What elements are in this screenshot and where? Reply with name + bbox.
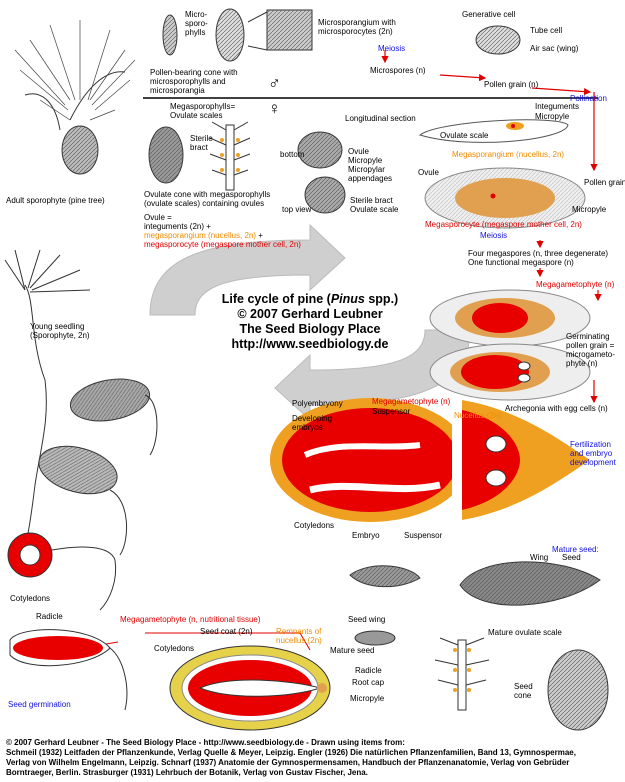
label-megasporangium-1: Megasporangium (nucellus, 2n)	[452, 150, 565, 159]
young-seedling-illustration	[4, 249, 91, 561]
title-line1-prefix: Life cycle of pine (	[221, 292, 331, 306]
diagram-title: Life cycle of pine (Pinus spp.) © 2007 G…	[170, 292, 450, 352]
germinating-seeds	[38, 378, 158, 556]
label-seed-wing: Seed wing	[348, 615, 386, 624]
label-microspores: Microspores (n)	[370, 66, 426, 75]
label-radicle-1: Radicle	[36, 612, 63, 621]
label-radicle-2: Radicle	[355, 666, 382, 675]
label-mature-ovulate-scale: Mature ovulate scale	[488, 628, 562, 637]
label-developing-embryos: Developing embryos	[292, 414, 333, 432]
label-ovule-eq-plus: +	[256, 231, 263, 240]
title-line2: © 2007 Gerhard Leubner	[237, 307, 383, 321]
label-archegonia: Archegonia with egg cells (n)	[505, 404, 608, 413]
label-microsporophylls: Micro- sporo- phylls	[185, 10, 208, 37]
label-cotyledons-2: Cotyledons	[10, 594, 51, 603]
seed-germination-illustration	[7, 532, 128, 711]
label-wing: Wing	[530, 553, 549, 562]
label-ovule-eq-orange: megasporangium (nucellus, 2n)	[144, 231, 257, 240]
label-megagametophyte-1: Megagametophyte (n)	[536, 280, 615, 289]
pollen-cone-illustrations	[162, 8, 313, 62]
label-ovulate-scale-1: Ovulate scale	[440, 131, 489, 140]
label-seed-coat: Seed coat (2n)	[200, 627, 253, 636]
label-ovule-2: Ovule	[418, 168, 439, 177]
embryo-development-section	[270, 398, 590, 525]
credit-footer: © 2007 Gerhard Leubner - The Seed Biolog…	[6, 738, 576, 777]
ovulate-cone-illustration	[148, 121, 251, 191]
pollen-grain-illustration	[475, 25, 521, 55]
label-megagametophyte-3: Megagametophyte (n, nutritional tissue)	[120, 615, 261, 624]
title-line1-suffix: spp.)	[364, 292, 399, 306]
label-seed-germination: Seed germination	[8, 700, 71, 709]
label-bottom: bottom	[280, 150, 305, 159]
label-adult-sporophyte: Adult sporophyte (pine tree)	[6, 196, 105, 205]
label-longitudinal-section: Longitudinal section	[345, 114, 416, 123]
ovule-stage-2	[429, 289, 591, 347]
label-cotyledons-3: Cotyledons	[154, 644, 195, 653]
mature-seed-section	[169, 645, 331, 731]
label-air-sac: Air sac (wing)	[530, 44, 579, 53]
label-suspensor-1: Suspensor	[372, 407, 411, 416]
label-pollen-cone: Pollen-bearing cone with microsporophyll…	[150, 68, 238, 95]
label-ovule-equation-line3: megasporangium (nucellus, 2n) +	[144, 231, 263, 240]
label-cotyledons-1: Cotyledons	[294, 521, 335, 530]
label-meiosis-2: Meiosis	[480, 231, 508, 240]
longitudinal-section	[418, 119, 569, 143]
label-polyembryony: Polyembryony	[292, 399, 343, 408]
label-megasporophylls: Megasporophylls= Ovulate scales	[170, 102, 236, 120]
label-seed-cone: Seed cone	[514, 682, 533, 700]
label-tube-cell: Tube cell	[530, 26, 563, 35]
label-micropyle-1: Micropyle	[535, 112, 570, 121]
flow-arrows	[381, 50, 602, 404]
label-ovule-equation: Ovule = integuments (2n) +	[144, 213, 211, 231]
label-germinating-pollen: Germinating pollen grain = microgameto- …	[566, 332, 615, 368]
label-mature-seed: Mature seed	[330, 646, 375, 655]
label-pollen-grain-2: Pollen grain	[584, 178, 625, 187]
mature-scale-illustrations	[349, 561, 609, 731]
label-pollination: Pollination	[570, 94, 607, 103]
label-seed: Seed	[562, 553, 581, 562]
female-symbol: ♀	[268, 99, 281, 118]
label-ovule-eq-red: megasporocyte (megaspore mother cell, 2n…	[144, 240, 301, 249]
label-integuments: Integuments	[535, 102, 580, 111]
label-generative-cell: Generative cell	[462, 10, 516, 19]
ovule-stage-3	[429, 343, 591, 401]
label-micropyle-2: Micropyle	[572, 205, 607, 214]
ovule-stage-1	[424, 167, 586, 229]
male-symbol: ♂	[268, 74, 281, 93]
label-young-seedling: Young seedling (Sporophyte, 2n)	[30, 322, 90, 340]
label-pollen-grain-top: Pollen grain (n)	[484, 80, 539, 89]
title-line3: The Seed Biology Place	[239, 322, 381, 336]
label-root-cap: Root cap	[352, 678, 385, 687]
label-mature-seed-heading: Mature seed:	[552, 545, 599, 554]
label-micropyle-3: Micropyle	[350, 694, 385, 703]
label-sterile-bract-1: Sterile bract	[190, 134, 213, 152]
label-top-view: top view	[282, 205, 312, 214]
label-sterile-bract-2: Sterile bract Ovulate scale	[350, 196, 399, 214]
label-remnants: Remnants of nucellus (2n)	[276, 627, 322, 645]
label-megasporocyte: Megasporocyte (megaspore mother cell, 2n…	[425, 220, 582, 229]
title-line4: http://www.seedbiology.de	[231, 337, 389, 351]
label-ovule-parts: Ovule Micropyle Micropylar appendages	[348, 147, 393, 183]
adult-pine-tree-illustration	[14, 20, 136, 175]
label-embryo: Embryo	[352, 531, 380, 540]
title-genus: Pinus	[330, 292, 365, 306]
label-meiosis-top: Meiosis	[378, 44, 406, 53]
label-fertilization: Fertilization and embryo development	[570, 440, 616, 467]
label-four-megaspores: Four megaspores (n, three degenerate) On…	[468, 249, 609, 267]
label-megagametophyte-2: Megagametophyte (n)	[372, 397, 451, 406]
label-nucellus: Nucellus (2n)	[454, 411, 502, 420]
label-suspensor-2: Suspensor	[404, 531, 443, 540]
label-ovulate-cone: Ovulate cone with megasporophylls (ovula…	[144, 190, 271, 208]
label-microsporangium: Microsporangium with microsporocytes (2n…	[318, 18, 396, 36]
ovulate-scale-views	[297, 131, 346, 214]
